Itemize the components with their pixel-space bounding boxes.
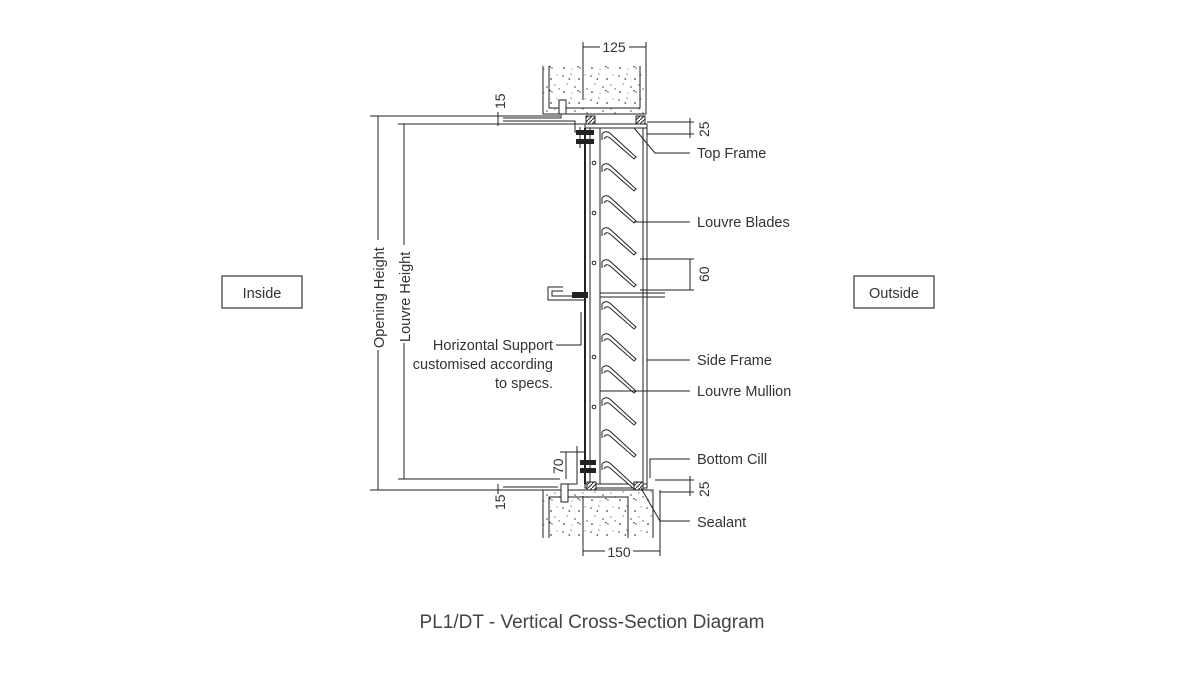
louvre-blade [601, 397, 637, 426]
top-frame-depth-value: 25 [696, 121, 712, 137]
inside-label: Inside [243, 286, 282, 302]
top-concrete-lintel [542, 66, 647, 115]
side-frame-callout: Side Frame [697, 353, 772, 369]
louvre-blades [601, 131, 637, 490]
top-width-value: 125 [602, 39, 626, 55]
sealant-callout: Sealant [697, 515, 746, 531]
louvre-blade [601, 301, 637, 330]
louvre-blade [601, 131, 637, 160]
top-frame-callout: Top Frame [697, 146, 766, 162]
mullion-fixings [591, 160, 597, 410]
blade-pitch-dimension: 60 [640, 258, 712, 291]
louvre-blade [601, 365, 637, 394]
bottom-width-value: 150 [607, 544, 631, 560]
cill-depth-dimension: 25 [655, 476, 712, 497]
louvre-frame [584, 123, 648, 489]
blade-pitch-value: 60 [696, 266, 712, 282]
inside-label-box: Inside [221, 275, 303, 309]
bottom-gap-dimension: 15 [492, 484, 508, 510]
opening-height-dimension: Opening Height [370, 115, 560, 491]
bottom-width-dimension: 150 [582, 490, 661, 560]
louvre-blades-callout: Louvre Blades [697, 215, 790, 231]
sealant-blocks [585, 115, 646, 491]
louvre-blade [601, 163, 637, 192]
bottom-gap-value: 15 [492, 494, 508, 510]
louvre-height-label: Louvre Height [398, 252, 414, 342]
louvre-blade [601, 461, 637, 490]
louvre-mullion-callout: Louvre Mullion [697, 384, 791, 400]
bottom-cill-callout: Bottom Cill [697, 452, 767, 468]
louvre-height-dimension: Louvre Height [398, 123, 585, 480]
horizontal-support-callout-line1: Horizontal Support [433, 338, 553, 354]
top-gap-dimension: 15 [492, 93, 508, 126]
louvre-blade [601, 333, 637, 362]
louvre-blade [601, 227, 637, 256]
horizontal-support-callout-line3: to specs. [495, 376, 553, 392]
horizontal-support-callout-line2: customised according [413, 357, 553, 373]
louvre-blade [601, 195, 637, 224]
opening-height-label: Opening Height [372, 247, 388, 348]
top-fixing-bracket [503, 99, 594, 148]
top-frame-depth-dimension: 25 [647, 118, 712, 138]
diagram-caption: PL1/DT - Vertical Cross-Section Diagram [420, 612, 765, 633]
horizontal-support [547, 286, 665, 301]
bottom-offset-value: 70 [550, 458, 566, 474]
top-width-dimension: 125 [582, 39, 647, 100]
bottom-offset-dimension: 70 [550, 451, 585, 479]
bottom-fixing-bracket [503, 446, 596, 503]
louvre-blade [601, 429, 637, 458]
callout-leaders [556, 127, 690, 522]
cill-depth-value: 25 [696, 481, 712, 497]
outside-label: Outside [869, 286, 919, 302]
bottom-concrete-cill [542, 489, 654, 538]
louvre-blade [601, 259, 637, 288]
top-gap-value: 15 [492, 93, 508, 109]
outside-label-box: Outside [853, 275, 935, 309]
